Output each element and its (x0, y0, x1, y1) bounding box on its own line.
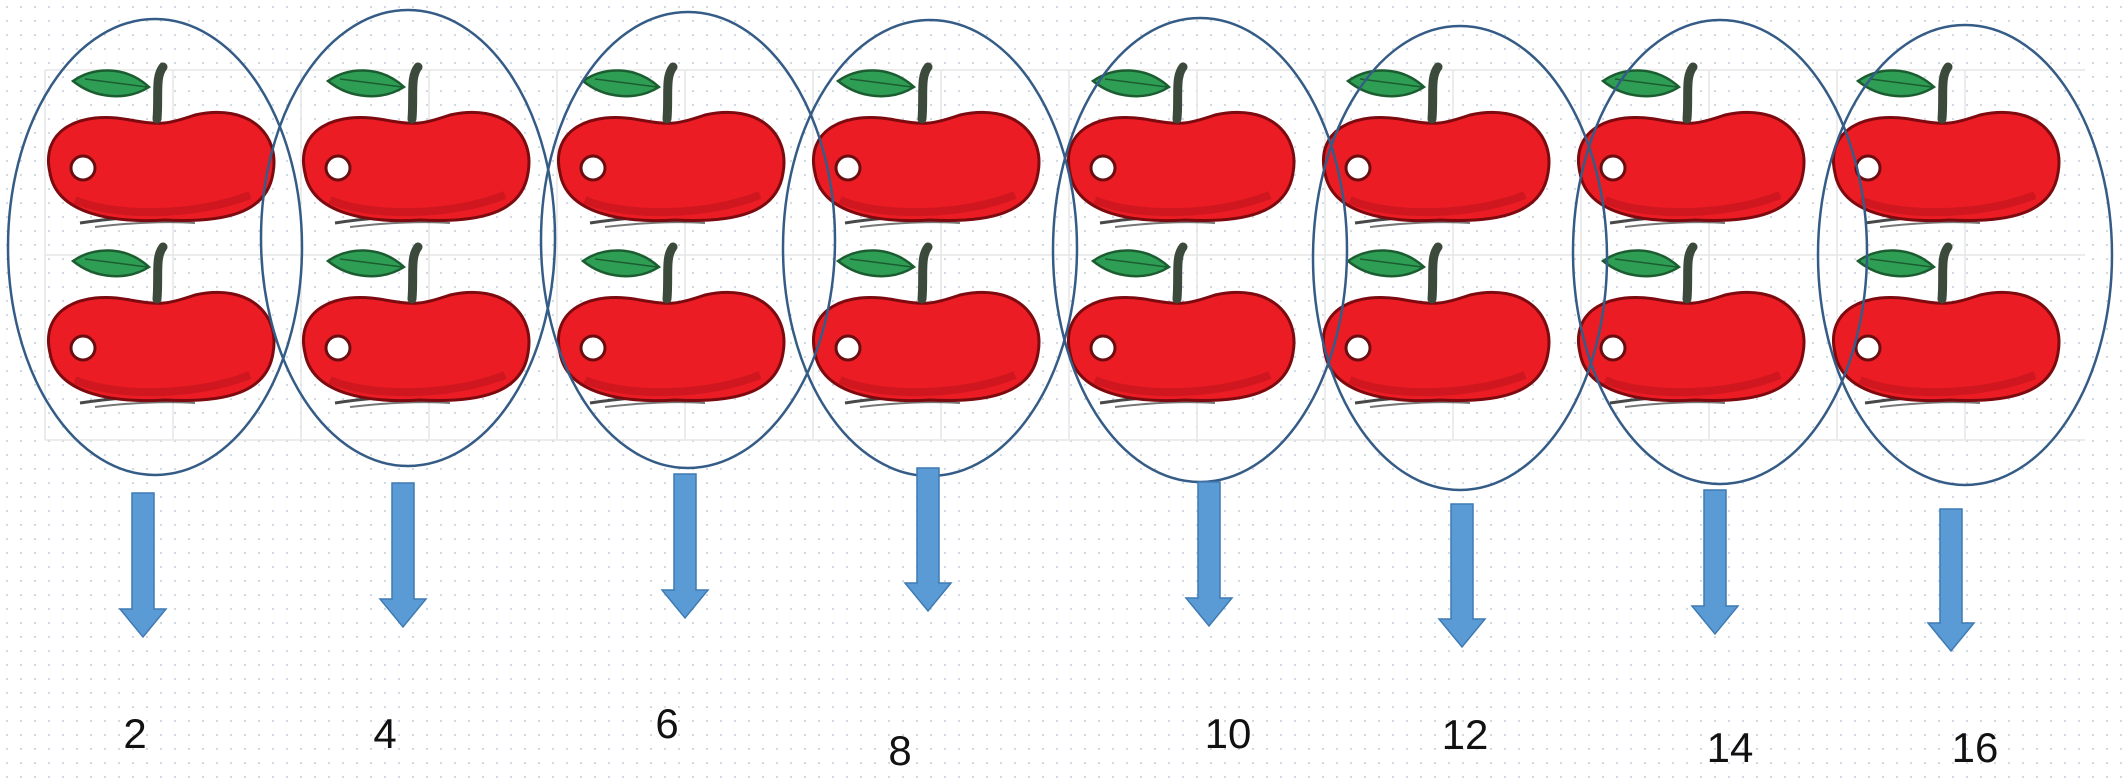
group-ellipse (539, 10, 837, 470)
apple-icon (1067, 62, 1296, 228)
down-arrow (118, 492, 168, 639)
count-label: 8 (888, 727, 911, 774)
count-label: 16 (1952, 724, 1999, 771)
apple-icon (1577, 62, 1806, 228)
count-label: 12 (1442, 711, 1489, 758)
group-ellipses (6, 8, 2114, 492)
down-arrow (378, 482, 428, 629)
apple-rows (47, 62, 2061, 408)
group-ellipse (259, 8, 557, 468)
apple-icon (47, 242, 276, 408)
down-arrows (118, 467, 1976, 653)
apple-icon (1067, 242, 1296, 408)
group-ellipse (1571, 18, 1869, 486)
apple-icon (1322, 242, 1551, 408)
down-arrow (1926, 508, 1976, 653)
apple-icon (47, 62, 276, 228)
apple-icon (302, 62, 531, 228)
count-label: 10 (1205, 710, 1252, 757)
count-label: 14 (1707, 724, 1754, 771)
group-ellipse (1816, 23, 2114, 487)
apple-icon (1322, 62, 1551, 228)
count-label: 2 (123, 710, 146, 757)
down-arrow (1184, 481, 1234, 628)
apple-icon (812, 242, 1041, 408)
count-labels: 2 4 6 8 10 12 14 16 (123, 700, 1998, 774)
apple-icon (557, 62, 786, 228)
count-label: 6 (655, 700, 678, 747)
apple-icon (1577, 242, 1806, 408)
down-arrow (660, 473, 710, 620)
group-ellipse (6, 17, 304, 477)
down-arrow (1437, 503, 1487, 649)
apple-icon (302, 242, 531, 408)
count-label: 4 (373, 710, 396, 757)
group-ellipse (1311, 24, 1609, 492)
apple-icon (812, 62, 1041, 228)
group-ellipse (1051, 16, 1349, 484)
apple-icon (1832, 242, 2061, 408)
down-arrow (1690, 489, 1740, 636)
apple-icon (1832, 62, 2061, 228)
down-arrow (903, 467, 953, 613)
apple-icon (557, 242, 786, 408)
